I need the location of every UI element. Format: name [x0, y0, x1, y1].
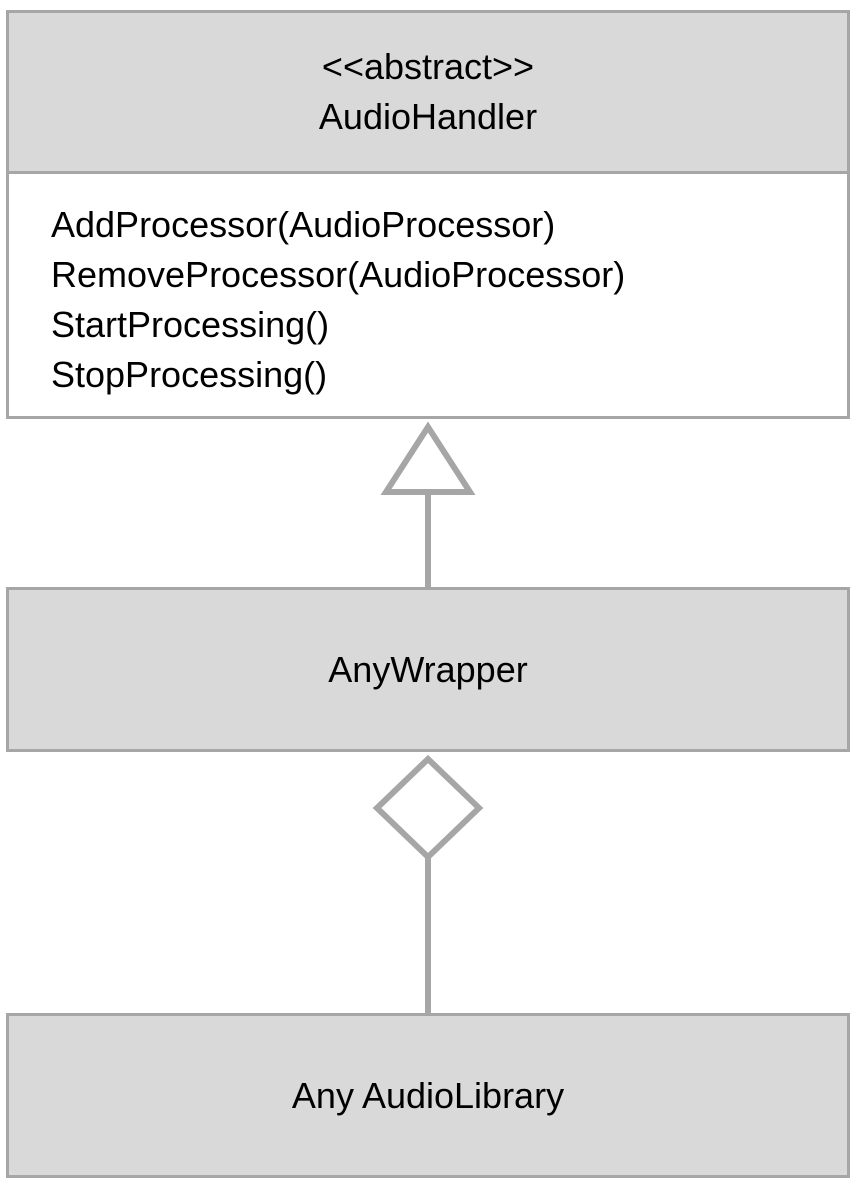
stereotype-label: <<abstract>> [321, 46, 535, 87]
audiohandler-class-header: <<abstract>> AudioHandler [6, 10, 850, 174]
audiolibrary-class-name: Any AudioLibrary [291, 1074, 565, 1116]
audiohandler-class-name: AudioHandler [318, 96, 538, 137]
operation-add-processor: AddProcessor(AudioProcessor) [51, 204, 556, 245]
anywrapper-class: AnyWrapper [6, 587, 850, 752]
operation-stop-processing: StopProcessing() [51, 354, 328, 395]
inheritance-triangle-icon [380, 421, 476, 495]
audiolibrary-class: Any AudioLibrary [6, 1013, 850, 1178]
anywrapper-class-name: AnyWrapper [328, 648, 528, 690]
aggregation-diamond-icon [372, 754, 484, 862]
audiohandler-operations: AddProcessor(AudioProcessor) RemoveProce… [6, 171, 850, 419]
operation-remove-processor: RemoveProcessor(AudioProcessor) [51, 254, 626, 295]
inheritance-arrow [380, 421, 476, 587]
aggregation-link [372, 754, 484, 1013]
operation-start-processing: StartProcessing() [51, 304, 330, 345]
